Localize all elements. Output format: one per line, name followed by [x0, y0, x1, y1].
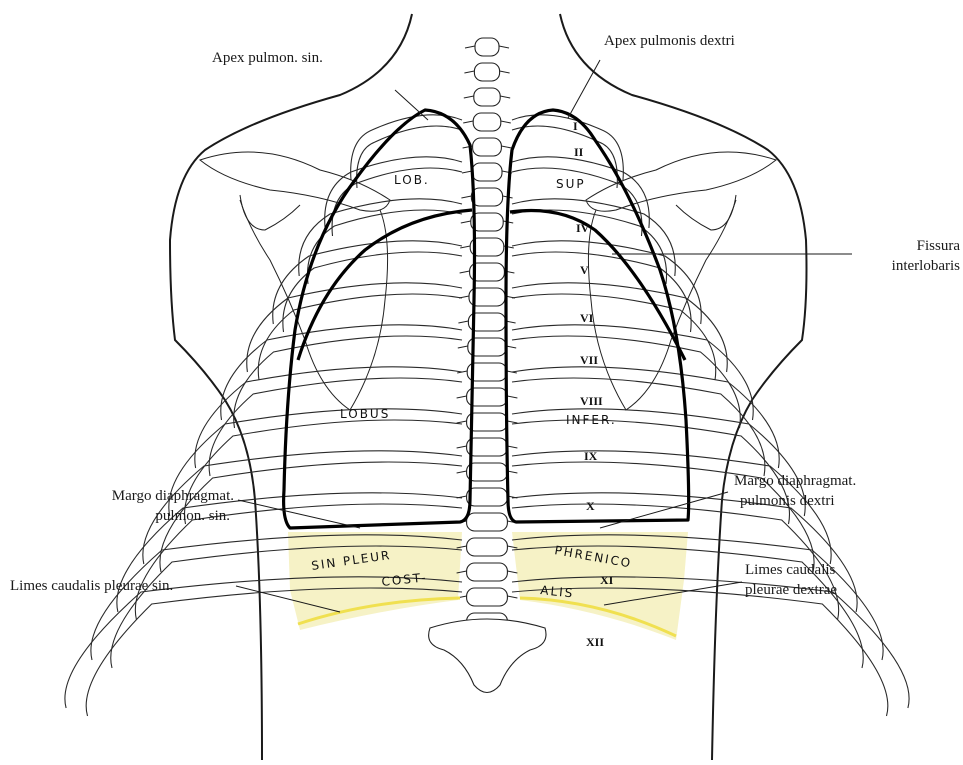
rib-numeral-1: I — [573, 119, 578, 133]
rib-right-6 — [512, 325, 753, 420]
label-fissura-line1: Fissura — [917, 238, 961, 254]
inline-lob: LOB. — [394, 173, 430, 187]
vertebra-6 — [472, 163, 502, 181]
rib-numeral-10: X — [586, 499, 595, 513]
rib-right-2 — [512, 157, 649, 228]
label-limes-left: Limes caudalis pleurae sin. — [10, 578, 173, 594]
vertebra-22 — [467, 563, 508, 581]
vertebra-1 — [475, 38, 499, 56]
vertebra-3 — [474, 88, 500, 106]
inline-sup: SUP — [556, 177, 586, 191]
rib-numeral-5: V — [580, 263, 589, 277]
label-margo-right-line1: Margo diaphragmat. — [734, 473, 856, 489]
label-fissura-line2: interlobaris — [892, 258, 960, 274]
vertebra-4 — [473, 113, 501, 131]
rib-numeral-9: IX — [584, 449, 598, 463]
label-limes-right-line1: Limes caudalis — [745, 562, 836, 578]
vertebra-19 — [467, 488, 508, 506]
label-margo-left-line2: pulmon. sin. — [155, 508, 230, 524]
vertebra-7 — [471, 188, 502, 206]
label-limes-right-line2: pleurae dextrae — [745, 582, 837, 598]
vertebra-5 — [473, 138, 502, 156]
inline-infer: INFER. — [566, 413, 617, 427]
rib-numeral-12: XII — [586, 635, 604, 649]
rib-numeral-11: XI — [600, 573, 614, 587]
label-apex-left: Apex pulmon. sin. — [212, 50, 323, 66]
rib-numeral-2: II — [574, 145, 584, 159]
label-margo-right-line2: pulmonis dextri — [740, 493, 835, 509]
rib-numeral-4: IV — [576, 221, 590, 235]
vertebra-21 — [467, 538, 508, 556]
vertebra-20 — [467, 513, 508, 531]
vertebra-2 — [474, 63, 499, 81]
rib-right-inner-6 — [512, 336, 740, 428]
label-margo-left-line1: Margo diaphragmat. — [112, 488, 234, 504]
rib-numeral-8: VIII — [580, 394, 603, 408]
inline-lobus: LOBUS — [340, 407, 390, 421]
vertebra-18 — [467, 463, 508, 481]
rib-left-4 — [273, 241, 462, 324]
vertebra-23 — [467, 588, 508, 606]
pleural-recess-left — [288, 532, 462, 630]
rib-left-inner-7 — [209, 378, 462, 476]
label-apex-right: Apex pulmonis dextri — [604, 33, 735, 49]
rib-numeral-7: VII — [580, 353, 598, 367]
rib-right-inner-7 — [512, 378, 765, 476]
rib-numeral-6: VI — [580, 311, 594, 325]
sacrum — [429, 619, 546, 693]
rib-left-6 — [221, 325, 462, 420]
leader-lines — [236, 60, 852, 612]
